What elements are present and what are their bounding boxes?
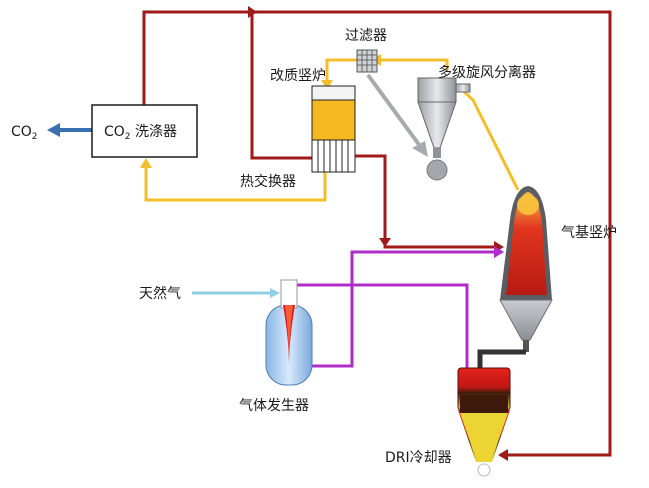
cyclone-label: 多级旋风分离器: [438, 64, 536, 81]
red-arrow-cooler: [498, 449, 508, 461]
yellow-furnace-to-cyclone: [456, 84, 520, 191]
dri-cooler-label: DRI冷却器: [385, 450, 452, 466]
reformer-shaft-furnace: [311, 85, 356, 141]
red-arrow-down: [379, 238, 391, 247]
purple-generator-to-furnace: [312, 250, 495, 368]
multi-stage-cyclone: [417, 77, 471, 181]
red-exchanger-link: [250, 12, 312, 160]
yellow-arrow-scrubber: [140, 158, 152, 168]
natural-gas-line: [192, 288, 280, 298]
shaft-furnace-label: 气基竖炉: [561, 224, 617, 241]
red-exchanger-to-furnace: [355, 154, 495, 249]
gas-based-shaft-furnace: [499, 186, 553, 352]
filter-unit: [356, 49, 378, 73]
yellow-arrow-reformer: [321, 80, 333, 90]
dri-cooler: [457, 367, 511, 477]
co2-scrubber: [91, 104, 198, 158]
purple-cooler-to-generator: [294, 283, 469, 368]
gas-generator: [265, 279, 313, 386]
co2-outlet-arrow: [47, 123, 92, 137]
red-flow-lines: [142, 10, 612, 457]
reformer-label: 改质竖炉: [270, 68, 326, 84]
heat-exchanger: [311, 139, 356, 173]
heat-exchanger-label: 热交换器: [240, 173, 296, 190]
red-arrow-top: [248, 6, 257, 18]
purple-flow-lines: [294, 250, 495, 368]
co2-scrubber-label: CO2 洗涤器: [104, 124, 177, 142]
co2-outlet-label: CO2: [11, 124, 38, 142]
yellow-exchanger-to-scrubber: [144, 162, 327, 202]
gas-generator-label: 气体发生器: [239, 398, 309, 414]
gray-filter-to-cyclone-arrow: [366, 73, 428, 157]
furnace-to-cooler-pipe: [477, 349, 526, 368]
text-labels: CO2 CO2 洗涤器 过滤器 改质竖炉 多级旋风分离器 热交换器 气基竖炉 天…: [11, 28, 617, 466]
red-loop-line: [142, 10, 612, 457]
yellow-filter-to-reformer: [325, 58, 357, 82]
purple-arrow-furnace: [494, 246, 504, 258]
yellow-cyclone-to-filter: [378, 58, 449, 70]
filter-label: 过滤器: [345, 28, 387, 44]
natural-gas-label: 天然气: [139, 285, 181, 302]
